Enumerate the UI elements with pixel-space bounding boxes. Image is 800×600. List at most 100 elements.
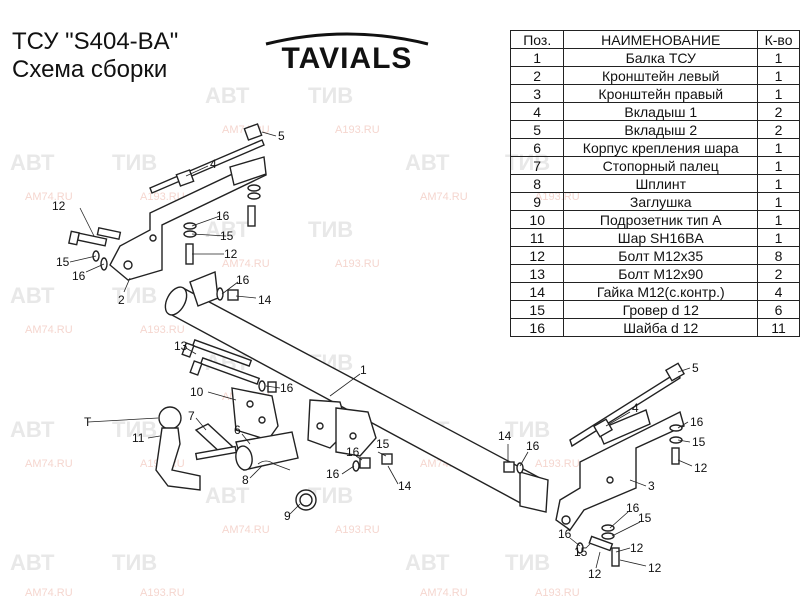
watermark-row: АВТ ТИВ AM74.RU A193.RU	[205, 217, 380, 270]
cell-quantity: 1	[757, 48, 800, 67]
watermark-brand: АВТ	[205, 83, 250, 108]
cell-quantity: 1	[757, 210, 800, 229]
cell-quantity: 1	[757, 84, 800, 103]
watermark-domain: A193.RU	[140, 191, 185, 203]
cell-name: Балка ТСУ	[563, 48, 759, 67]
watermark-brand: ТИВ	[112, 550, 157, 575]
callout-16: 16	[346, 445, 360, 459]
cell-name: Шайба d 12	[563, 318, 759, 337]
cell-name: Стопорный палец	[563, 156, 759, 175]
callout-8: 8	[242, 473, 249, 487]
watermark-domain: AM74.RU	[222, 524, 270, 536]
cell-name: Кронштейн левый	[563, 66, 759, 85]
part-plug	[295, 489, 317, 511]
callout-14: 14	[258, 293, 272, 307]
watermark-domain: A193.RU	[140, 324, 185, 336]
cell-name: Гайка М12(с.контр.)	[563, 282, 759, 301]
callout-10: 10	[190, 385, 204, 399]
watermark-row: АВТ ТИВ AM74.RU A193.RU	[10, 417, 185, 470]
table-header-row: Поз. НАИМЕНОВАНИЕ К-во	[509, 30, 800, 49]
cell-position: 10	[509, 210, 565, 229]
watermark-domain: AM74.RU	[222, 258, 270, 270]
callout-16: 16	[526, 439, 540, 453]
cell-quantity: 1	[757, 228, 800, 247]
watermark-domain: A193.RU	[335, 524, 380, 536]
watermark-row: АВТ ТИВ AM74.RU A193.RU	[205, 83, 380, 136]
callout-15: 15	[638, 511, 652, 525]
cell-position: 16	[509, 318, 565, 337]
watermark-domain: AM74.RU	[25, 191, 73, 203]
callout-16: 16	[72, 269, 86, 283]
cell-quantity: 11	[757, 318, 800, 337]
watermark-row: АВТ ТИВ AM74.RU A193.RU	[405, 550, 580, 599]
cell-name: Гровер d 12	[563, 300, 759, 319]
watermark-row: АВТ ТИВ AM74.RU A193.RU	[10, 550, 185, 599]
cell-quantity: 1	[757, 192, 800, 211]
callout-14: 14	[498, 429, 512, 443]
cell-name: Подрозетник тип А	[563, 210, 759, 229]
part-beam	[164, 271, 549, 513]
cell-position: 9	[509, 192, 565, 211]
callout-15: 15	[220, 229, 234, 243]
callout-5: 5	[278, 129, 285, 143]
cell-position: 8	[509, 174, 565, 193]
cell-position: 2	[509, 66, 565, 85]
callout-2: 2	[118, 293, 125, 307]
part-locking-pin	[194, 423, 238, 461]
callout-16: 16	[626, 501, 640, 515]
watermark-row: АВТ ТИВ AM74.RU A193.RU	[205, 483, 380, 536]
cell-name: Кронштейн правый	[563, 84, 759, 103]
cell-position: 4	[509, 102, 565, 121]
callout-16: 16	[326, 467, 340, 481]
watermark-brand: АВТ	[10, 417, 55, 442]
title-block: ТСУ "S404-BA" Схема сборки	[12, 28, 178, 84]
watermark-domain: A193.RU	[335, 258, 380, 270]
cell-position: 7	[509, 156, 565, 175]
watermark-brand: ТИВ	[308, 217, 353, 242]
watermark-domain: A193.RU	[535, 587, 580, 599]
cell-name: Корпус крепления шара	[563, 138, 759, 157]
hardware-left-bracket	[68, 184, 261, 301]
watermark-domain: AM74.RU	[25, 587, 73, 599]
part-tow-ball	[155, 406, 201, 491]
page-subtitle: Схема сборки	[12, 56, 168, 83]
watermark-brand: ТИВ	[308, 83, 353, 108]
column-header-name: НАИМЕНОВАНИЕ	[563, 30, 759, 49]
cell-quantity: 2	[757, 120, 800, 139]
callout-16: 16	[558, 527, 572, 541]
watermark-brand: АВТ	[205, 483, 250, 508]
watermark-brand: ТИВ	[505, 550, 550, 575]
callout-7: 7	[188, 409, 195, 423]
cell-position: 3	[509, 84, 565, 103]
callout-12: 12	[224, 247, 238, 261]
watermark-domain: AM74.RU	[25, 324, 73, 336]
callout-12: 12	[630, 541, 644, 555]
cell-position: 1	[509, 48, 565, 67]
watermark-brand: АВТ	[405, 150, 450, 175]
cell-name: Вкладыш 2	[563, 120, 759, 139]
cell-quantity: 1	[757, 174, 800, 193]
watermark-domain: AM74.RU	[420, 191, 468, 203]
callout-14: 14	[398, 479, 412, 493]
svg-text:TAVIALS: TAVIALS	[282, 42, 413, 72]
part-bracket-right	[555, 409, 685, 531]
watermark-row: АВТ ТИВ AM74.RU A193.RU	[10, 283, 185, 336]
watermark-brand: АВТ	[10, 283, 55, 308]
cell-position: 12	[509, 246, 565, 265]
callout-16: 16	[690, 415, 704, 429]
watermark-brand: ТИВ	[505, 417, 550, 442]
part-ball-housing	[235, 431, 299, 471]
column-header-position: Поз.	[509, 30, 565, 49]
